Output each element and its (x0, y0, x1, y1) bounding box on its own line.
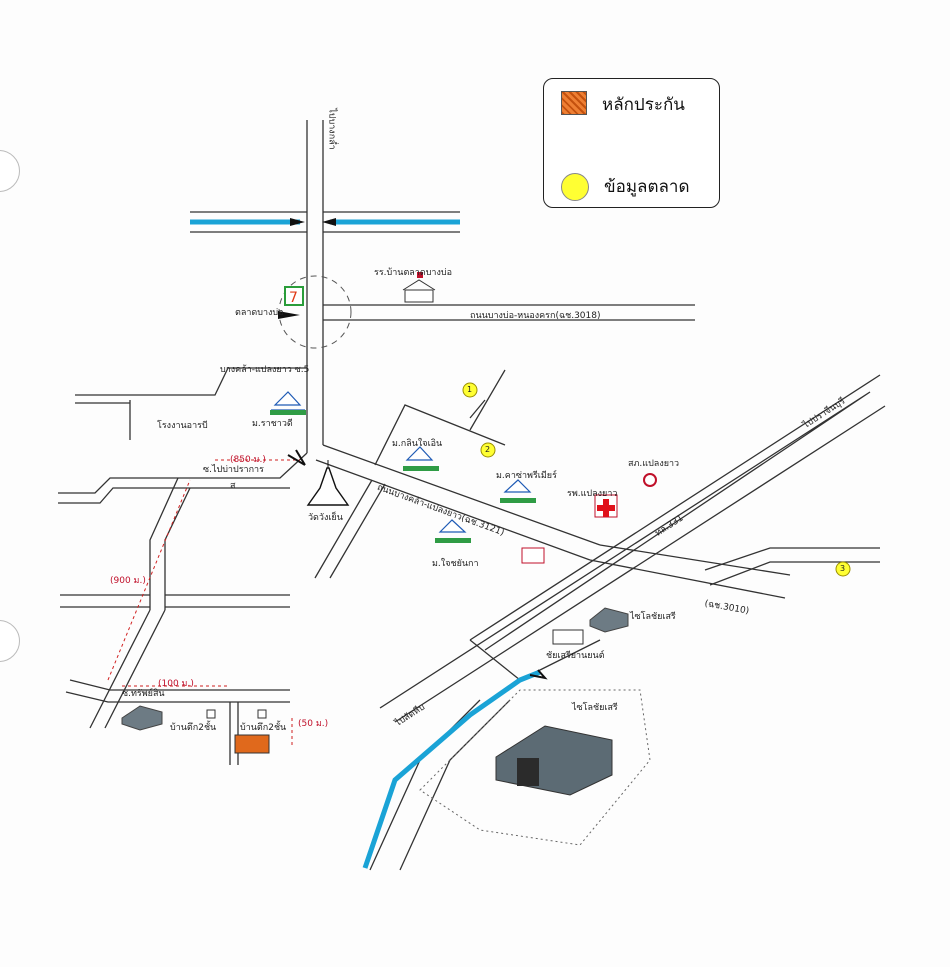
soi-rail-label: ซ.ไปบ่าปราการ (203, 465, 264, 475)
hospital-label: รพ.แปลงยาว (567, 489, 618, 499)
road-left-cross (60, 594, 290, 608)
small-label: ส (230, 481, 236, 491)
house1-icon (206, 709, 216, 719)
village3-label: ม.คาซ่าพรีเมียร์ (496, 471, 557, 481)
road-soi5 (75, 367, 307, 440)
road-bangkhla-plaengyao (315, 444, 601, 561)
legend: หลักประกัน ข้อมูลตลาด (543, 78, 720, 208)
dim-900 (107, 479, 191, 681)
legend-market-label: ข้อมูลตลาด (604, 177, 690, 197)
bridge-label: ชัยเสรียานยนต์ (546, 651, 605, 661)
factory-label: โรงงานอารบี (157, 421, 208, 431)
house1-label: บ้านตึก2ชั้น (170, 723, 217, 733)
bridge-building-icon (552, 629, 584, 645)
soi-left-label: ซ.ทรัพย์สิน (122, 689, 165, 699)
river-arrow (529, 669, 548, 680)
dist-50-label: (50 ม.) (298, 719, 329, 729)
river-bank-lines (190, 211, 460, 233)
road-to-village4 (314, 479, 386, 579)
road-bottom-spur (229, 702, 239, 765)
svg-text:7: 7 (289, 290, 298, 306)
road-bangbo (323, 304, 695, 321)
market-markers (462, 382, 851, 577)
police-label: สภ.แปลงยาว (628, 459, 680, 469)
road-left-north (149, 477, 191, 610)
road-west (58, 452, 308, 504)
bridge-arrows (290, 218, 336, 226)
main-road-label: ถนนบางบ่อ-หนองครก(ฉช.3018) (470, 311, 601, 321)
village4-label: ม.ใจชยันกา (432, 559, 479, 569)
school-icon (402, 272, 436, 303)
dist-900-label: (900 ม.) (110, 576, 146, 586)
temple-icon (306, 467, 350, 506)
market-swatch (561, 173, 589, 201)
village-house-icons (270, 391, 536, 543)
market-arrow (278, 311, 300, 319)
river-south (362, 669, 541, 869)
top-road-label: ไปบางกล่ำ (326, 108, 337, 150)
marker-1: 1 (467, 385, 473, 394)
dist-850-label: (850 ม.) (230, 455, 266, 465)
marker-2: 2 (485, 445, 491, 454)
silo1-label: ไซโลชัยเสรี (630, 612, 676, 622)
honda-icon (521, 547, 545, 564)
dist-100-label: (100 ม.) (158, 679, 194, 689)
silo2-label: ไซโลชัยเสรี (572, 703, 618, 713)
school-label: รร.บ้านตลาดบางบ่อ (374, 268, 452, 278)
road-3010 (589, 544, 791, 599)
road-east (704, 547, 880, 586)
village1-label: ม.ราชาวดี (252, 419, 293, 429)
village2-label: ม.กลินใจเอิน (392, 439, 443, 449)
road-left-south (89, 609, 166, 729)
collateral-marker (234, 734, 270, 754)
road-village-block (374, 369, 506, 466)
road-bottom (65, 679, 290, 703)
silo-area (419, 689, 651, 846)
house2-icon (257, 709, 267, 719)
house2-label: บ้านตึก2ชั้น (240, 723, 287, 733)
temple-label: วัดวังเย็น (308, 513, 343, 523)
police-icon (643, 473, 657, 487)
legend-collateral-label: หลักประกัน (602, 95, 685, 115)
marker-3: 3 (840, 564, 846, 573)
market-label: ตลาดบางบ่อ (235, 308, 284, 318)
warehouse-icons (121, 607, 629, 796)
highway-331 (379, 374, 886, 723)
junction-arrow (287, 449, 306, 466)
collateral-swatch (561, 91, 587, 115)
seven-eleven-icon (284, 286, 304, 306)
soi5-label: บางคล้า-แปลงยาว ซ.5 (220, 365, 310, 375)
